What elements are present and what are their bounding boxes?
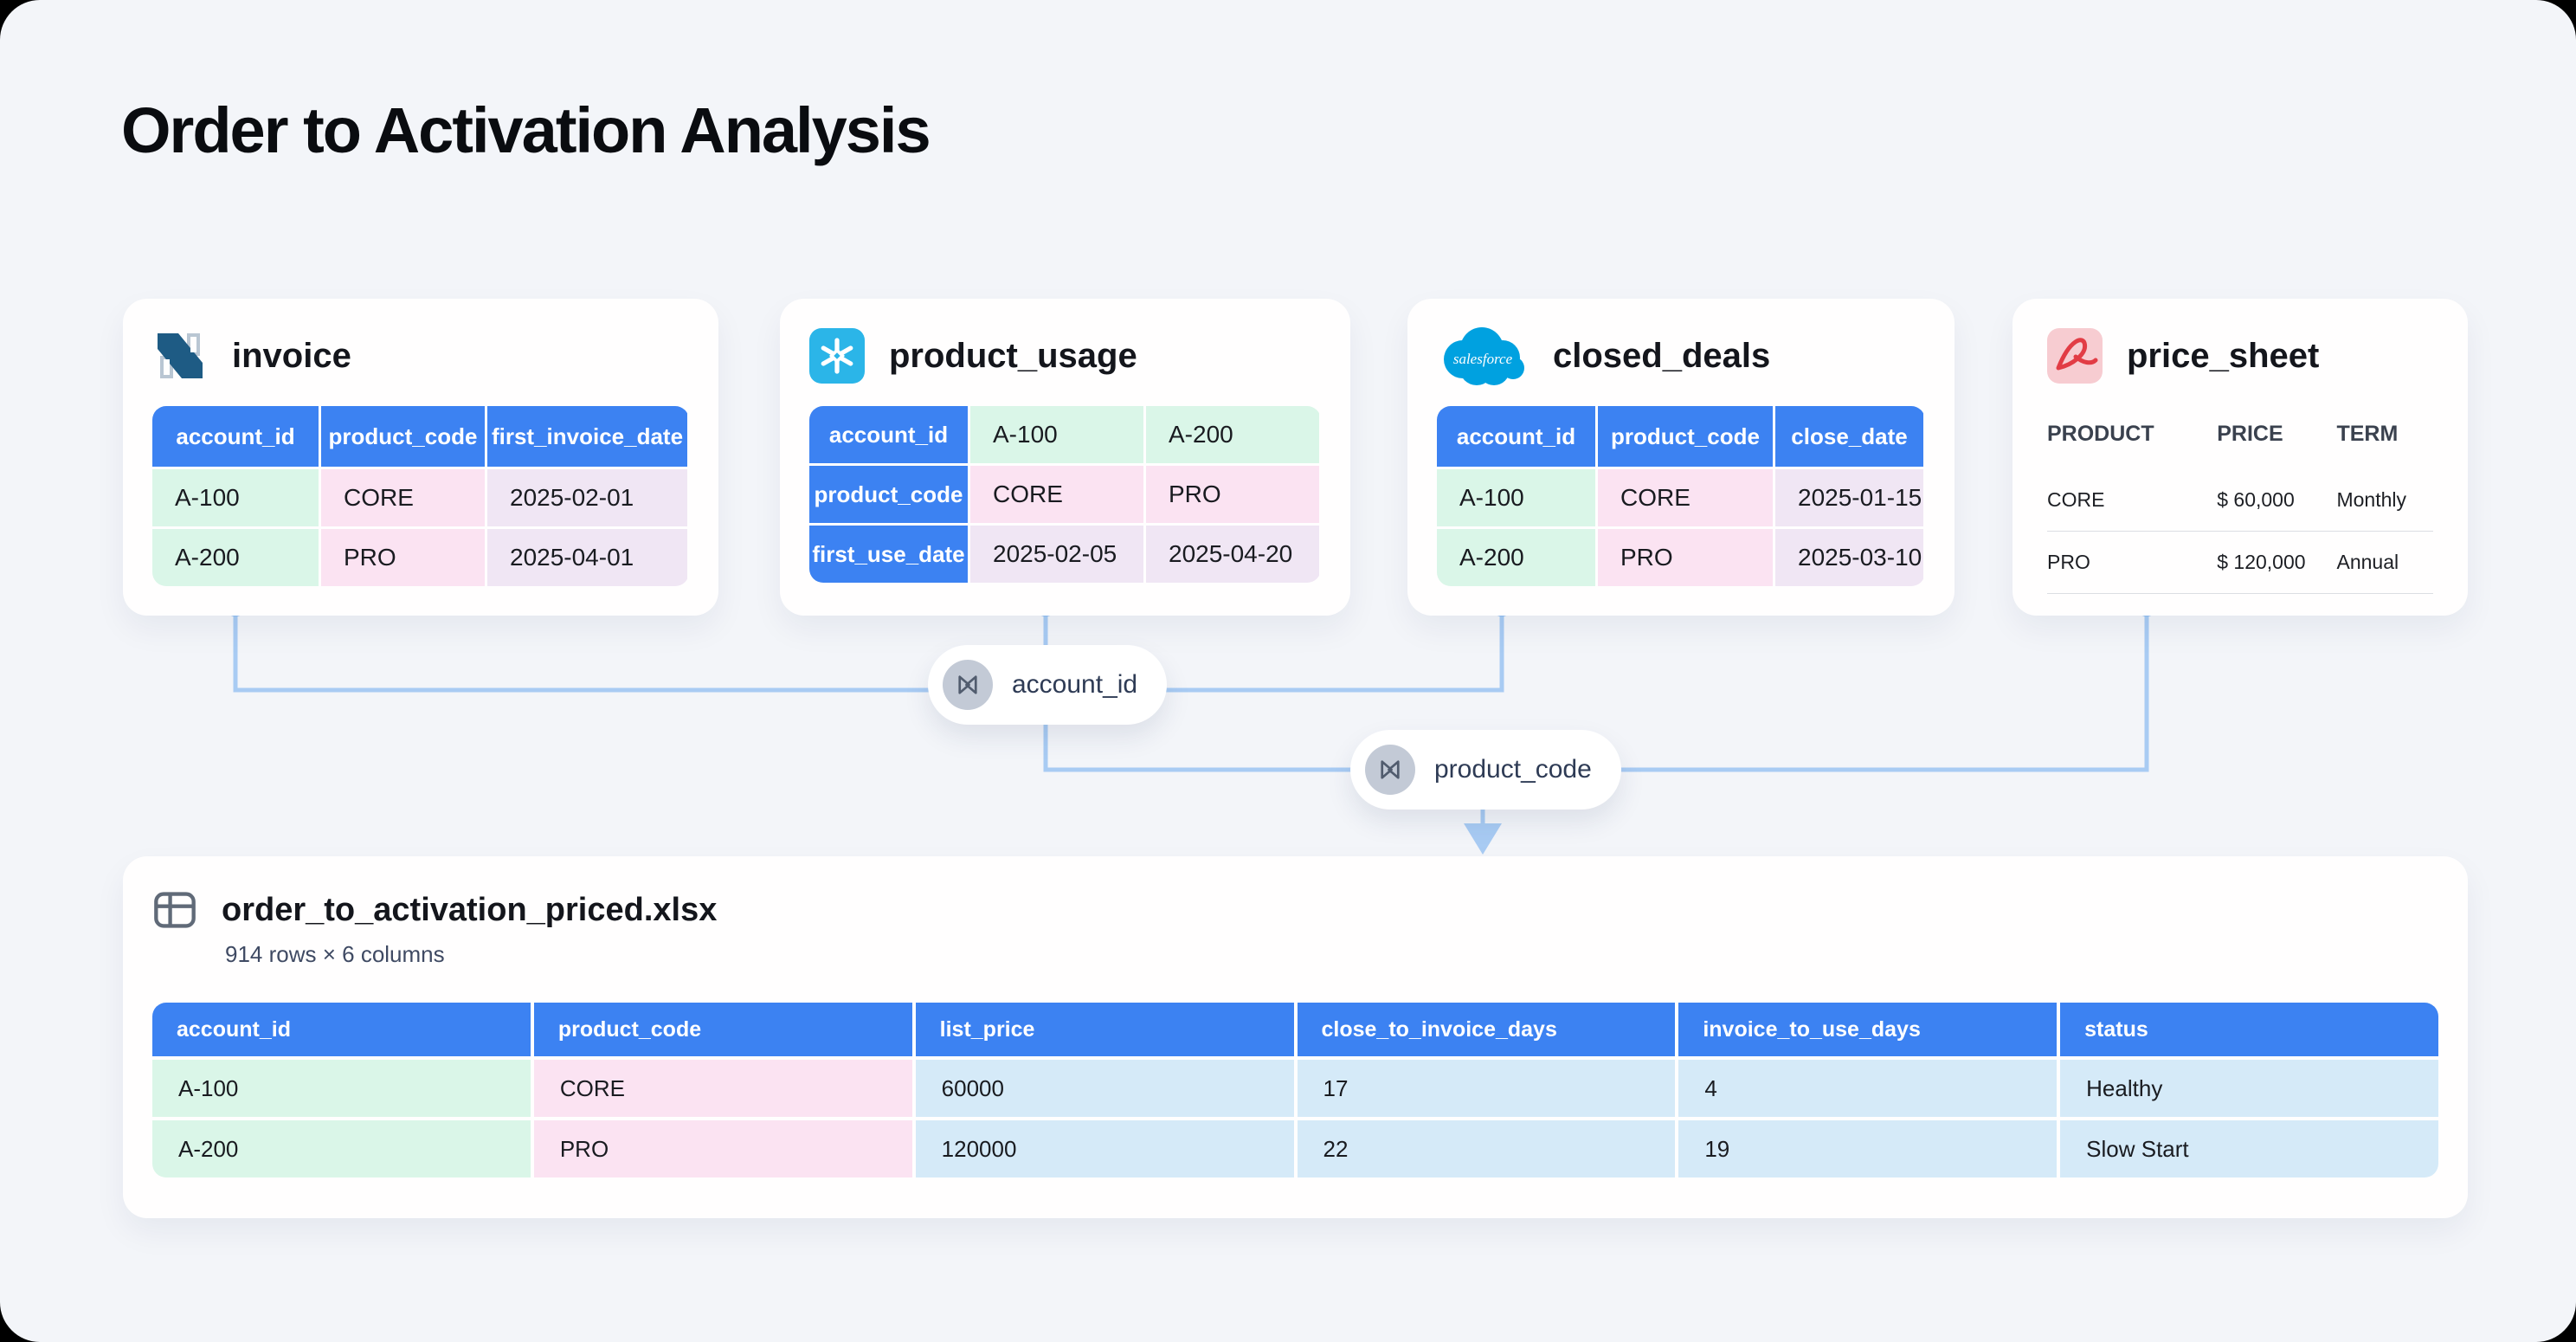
invoice-table: account_id product_code first_invoice_da… [152,406,689,586]
table-cell: CORE [321,469,485,526]
row-header: product_code [809,466,968,523]
join-bowtie-icon [1365,745,1415,795]
join-node-product-code: product_code [1350,730,1621,810]
table-cell: A-100 [152,1060,531,1117]
join-key-label: product_code [1434,755,1592,784]
column-header: status [2060,1003,2438,1056]
source-card-price-sheet: price_sheet PRODUCT PRICE TERM CORE $ 60… [2012,299,2468,616]
table-cell: A-100 [1437,469,1595,526]
netsuite-logo-icon [152,328,208,384]
table-cell: 2025-02-05 [970,526,1143,583]
snowflake-logo-icon [809,328,865,384]
closed-deals-table: account_id product_code close_date A-100… [1437,406,1925,586]
table-cell: 19 [1678,1120,2058,1177]
page-title: Order to Activation Analysis [121,94,931,166]
output-card: order_to_activation_priced.xlsx 914 rows… [123,856,2468,1218]
table-cell: Monthly [2336,469,2433,532]
column-header: close_date [1775,406,1923,467]
table-cell: 22 [1297,1120,1676,1177]
column-header: PRICE [2217,422,2283,446]
table-cell: 2025-04-20 [1146,526,1319,583]
column-header: product_code [1598,406,1773,467]
column-header: account_id [152,1003,531,1056]
output-table: account_id product_code list_price close… [152,1003,2438,1177]
table-cell: PRO [533,1120,912,1177]
column-header: list_price [915,1003,1294,1056]
table-cell: PRO [2047,531,2218,594]
column-header: first_invoice_date [487,406,687,467]
row-header: account_id [809,406,968,463]
table-cell: CORE [970,466,1143,523]
table-cell: PRO [1146,466,1319,523]
column-header: invoice_to_use_days [1678,1003,2058,1056]
column-header: product_code [533,1003,912,1056]
table-cell: 17 [1297,1060,1676,1117]
arrow-down-icon [1464,823,1502,855]
output-dimensions: 914 rows × 6 columns [225,941,445,967]
table-cell: $ 60,000 [2217,469,2337,532]
table-cell: Healthy [2060,1060,2438,1117]
table-cell: A-200 [1437,529,1595,586]
row-header: first_use_date [809,526,968,583]
salesforce-logo-icon: salesforce [1437,327,1529,385]
join-key-label: account_id [1012,670,1138,699]
table-cell: Annual [2336,531,2433,594]
source-title: price_sheet [2127,336,2320,375]
pdf-logo-icon [2047,328,2103,384]
source-card-product-usage: product_usage account_id A-100 A-200 pro… [780,299,1350,616]
table-cell: 120000 [915,1120,1294,1177]
table-cell: CORE [2047,469,2218,532]
table-cell: PRO [321,529,485,586]
table-cell: A-100 [970,406,1143,463]
table-row: CORE $ 60,000 Monthly [2047,469,2433,532]
output-filename: order_to_activation_priced.xlsx [222,891,718,928]
table-cell: CORE [1598,469,1773,526]
table-cell: A-200 [1146,406,1319,463]
table-cell: 2025-03-10 [1775,529,1923,586]
table-cell: 2025-04-01 [487,529,687,586]
source-title: invoice [232,336,351,375]
column-header: product_code [321,406,485,467]
source-card-closed-deals: salesforce closed_deals account_id produ… [1407,299,1955,616]
table-cell: A-200 [152,1120,531,1177]
table-cell: A-100 [152,469,319,526]
table-cell: $ 120,000 [2217,531,2337,594]
table-cell: 2025-02-01 [487,469,687,526]
table-cell: A-200 [152,529,319,586]
table-cell: 2025-01-15 [1775,469,1923,526]
product-usage-table: account_id A-100 A-200 product_code CORE… [809,406,1321,583]
source-title: product_usage [889,336,1137,375]
join-node-account-id: account_id [928,645,1168,725]
column-header: close_to_invoice_days [1297,1003,1676,1056]
column-header: TERM [2336,422,2399,446]
source-title: closed_deals [1553,336,1771,375]
price-sheet-table: PRODUCT PRICE TERM CORE $ 60,000 Monthly… [2047,410,2433,594]
column-header: PRODUCT [2047,422,2154,446]
join-bowtie-icon [943,660,993,710]
source-card-invoice: invoice account_id product_code first_in… [123,299,718,616]
table-cell: 60000 [915,1060,1294,1117]
salesforce-wordmark: salesforce [1453,351,1513,367]
table-row: PRO $ 120,000 Annual [2047,531,2433,594]
spreadsheet-icon [154,892,196,928]
table-cell: CORE [533,1060,912,1117]
table-cell: Slow Start [2060,1120,2438,1177]
table-cell: PRO [1598,529,1773,586]
table-cell: 4 [1678,1060,2058,1117]
column-header: account_id [152,406,319,467]
column-header: account_id [1437,406,1595,467]
